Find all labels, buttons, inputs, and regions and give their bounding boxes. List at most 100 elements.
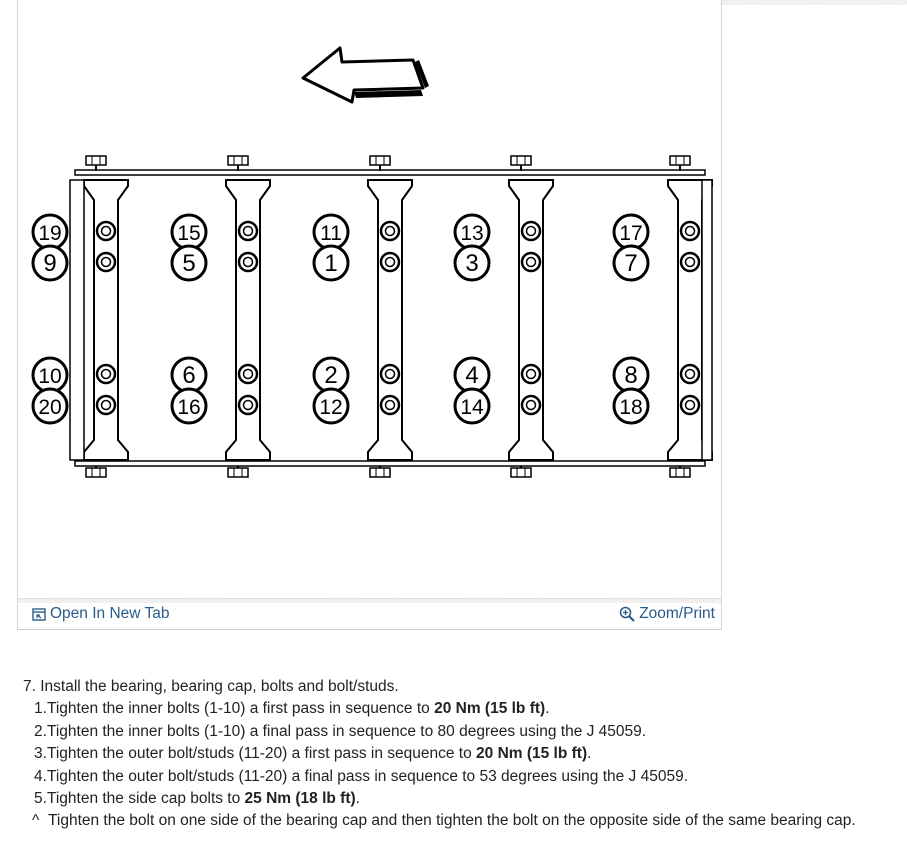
- sequence-number-2: 2: [312, 356, 350, 394]
- bolt: [379, 251, 401, 273]
- sequence-label: 13: [460, 222, 483, 245]
- substep-1: 1. Tighten the inner bolts (1-10) a firs…: [34, 698, 903, 720]
- substep-text: Tighten the inner bolts (1-10) a first p…: [46, 700, 435, 718]
- sequence-number-8: 8: [612, 356, 650, 394]
- sequence-label: 8: [624, 362, 637, 389]
- substep-punct: .: [587, 745, 592, 763]
- sequence-number-1: 1: [312, 244, 350, 282]
- side-cap-bolt: [227, 155, 249, 171]
- bolt: [679, 394, 701, 416]
- side-cap-bolt: [369, 466, 391, 478]
- lower-rail: [74, 460, 706, 467]
- sequence-number-5: 5: [170, 244, 208, 282]
- bolt: [237, 363, 259, 385]
- substep-5: 5. Tighten the side cap bolts to 25 Nm (…: [34, 788, 903, 810]
- torque-spec: 20 Nm (15 lb ft): [476, 745, 588, 763]
- sequence-number-19: 19: [31, 213, 69, 251]
- sequence-number-16: 16: [170, 387, 208, 425]
- note-marker: ^: [32, 812, 40, 830]
- open-in-new-tab-link[interactable]: Open In New Tab: [32, 605, 169, 623]
- sequence-label: 19: [38, 222, 61, 245]
- sequence-label: 20: [38, 396, 61, 419]
- substep-2: 2. Tighten the inner bolts (1-10) a fina…: [34, 721, 903, 743]
- sequence-number-11: 11: [312, 213, 350, 251]
- substep-text: Tighten the side cap bolts to: [46, 790, 245, 808]
- zoom-icon: [619, 606, 635, 622]
- sequence-label: 6: [182, 362, 195, 389]
- sequence-number-14: 14: [453, 387, 491, 425]
- open-new-tab-icon: [32, 607, 46, 621]
- sequence-label: 16: [177, 396, 200, 419]
- front-direction-arrow: [301, 46, 425, 104]
- substep-number: 3.: [34, 745, 47, 763]
- side-cap-bolt: [669, 466, 691, 478]
- sequence-label: 1: [324, 250, 337, 277]
- sequence-label: 2: [324, 362, 337, 389]
- side-cap-bolt: [369, 155, 391, 171]
- bearing-cap: [367, 155, 413, 478]
- side-cap-bolt: [85, 466, 107, 478]
- instructions: 7. Install the bearing, bearing cap, bol…: [23, 676, 903, 833]
- note: ^ Tighten the bolt on one side of the bea…: [23, 810, 903, 832]
- sequence-label: 15: [177, 222, 200, 245]
- bolt: [520, 363, 542, 385]
- sequence-number-7: 7: [612, 244, 650, 282]
- bolt: [679, 220, 701, 242]
- bolt: [379, 363, 401, 385]
- bolt: [520, 220, 542, 242]
- sequence-number-3: 3: [453, 244, 491, 282]
- substep-punct: .: [545, 700, 550, 718]
- sequence-label: 17: [619, 222, 642, 245]
- sequence-number-15: 15: [170, 213, 208, 251]
- sequence-number-20: 20: [31, 387, 69, 425]
- sequence-label: 10: [38, 365, 61, 388]
- sequence-label: 12: [319, 396, 342, 419]
- side-cap-bolt: [227, 466, 249, 478]
- substep-list: 1. Tighten the inner bolts (1-10) a firs…: [23, 698, 903, 810]
- substep-punct: .: [355, 790, 360, 808]
- bolt: [95, 363, 117, 385]
- side-cap-bolt: [85, 155, 107, 171]
- bearing-cap: [508, 155, 554, 478]
- bearing-cap: [69, 155, 129, 478]
- sequence-number-10: 10: [31, 356, 69, 394]
- step-text: Install the bearing, bearing cap, bolts …: [40, 678, 399, 695]
- sequence-number-18: 18: [612, 387, 650, 425]
- zoom-print-label: Zoom/Print: [639, 605, 715, 622]
- sequence-label: 18: [619, 396, 642, 419]
- upper-rail: [74, 169, 706, 176]
- substep-4: 4. Tighten the outer bolt/studs (11-20) …: [34, 766, 903, 788]
- sequence-number-9: 9: [31, 244, 69, 282]
- sequence-number-13: 13: [453, 213, 491, 251]
- torque-spec: 25 Nm (18 lb ft): [244, 790, 356, 808]
- sequence-number-17: 17: [612, 213, 650, 251]
- sequence-label: 11: [320, 222, 342, 245]
- sequence-number-6: 6: [170, 356, 208, 394]
- sequence-number-4: 4: [453, 356, 491, 394]
- sequence-label: 3: [465, 250, 478, 277]
- sequence-label: 7: [624, 250, 637, 277]
- zoom-print-link[interactable]: Zoom/Print: [619, 605, 715, 623]
- sequence-label: 4: [465, 362, 478, 389]
- bolt: [95, 251, 117, 273]
- substep-text: Tighten the outer bolt/studs (11-20) a f…: [46, 745, 477, 763]
- bolt: [95, 220, 117, 242]
- sequence-label: 14: [460, 396, 484, 419]
- step-7: 7. Install the bearing, bearing cap, bol…: [23, 676, 903, 698]
- substep-number: 4.: [34, 767, 47, 785]
- bolt: [379, 220, 401, 242]
- substep-number: 1.: [34, 700, 47, 718]
- page-gutter: [722, 0, 907, 5]
- side-cap-bolt: [510, 466, 532, 478]
- open-in-new-tab-label: Open In New Tab: [50, 605, 170, 622]
- substep-3: 3. Tighten the outer bolt/studs (11-20) …: [34, 743, 903, 765]
- substep-text: Tighten the inner bolts (1-10) a final p…: [46, 722, 647, 740]
- note-text: Tighten the bolt on one side of the bear…: [48, 812, 856, 830]
- bearing-cap: [667, 155, 713, 478]
- substep-number: 2.: [34, 722, 47, 740]
- bolt: [379, 394, 401, 416]
- substep-number: 5.: [34, 790, 47, 808]
- bolt: [520, 394, 542, 416]
